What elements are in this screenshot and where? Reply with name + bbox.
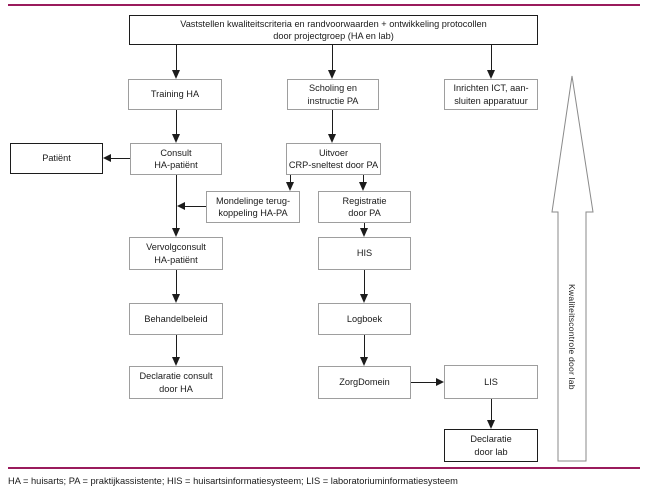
node-scholing-pa: Scholing en instructie PA xyxy=(287,79,379,110)
bottom-rule xyxy=(8,467,640,469)
quality-control-arrow xyxy=(551,75,594,462)
node-training-ha: Training HA xyxy=(128,79,222,110)
node-mondelinge-terugkoppeling: Mondelinge terug- koppeling HA-PA xyxy=(206,191,300,223)
arrow-top-to-training-head xyxy=(172,70,180,79)
arrow-vervolgconsult-to-behandelbeleid-line xyxy=(176,270,177,294)
arrow-consult-to-patient-head xyxy=(103,154,111,162)
node-top-box: Vaststellen kwaliteitscriteria en randvo… xyxy=(129,15,538,45)
arrow-scholing-to-uitvoer-line xyxy=(332,110,333,134)
legend-text: HA = huisarts; PA = praktijkassistente; … xyxy=(8,476,458,486)
arrow-vervolgconsult-to-behandelbeleid-head xyxy=(172,294,180,303)
arrow-scholing-to-uitvoer-head xyxy=(328,134,336,143)
arrow-training-to-consult-head xyxy=(172,134,180,143)
arrow-his-to-logboek-line xyxy=(364,270,365,294)
node-vervolgconsult: Vervolgconsult HA-patiënt xyxy=(129,237,223,270)
arrow-logboek-to-zorgdomein-head xyxy=(360,357,368,366)
arrow-top-to-inrichten-line xyxy=(491,45,492,70)
arrow-uitvoer-to-registratie-line xyxy=(363,175,364,182)
node-lis: LIS xyxy=(444,365,538,399)
arrow-uitvoer-to-mondelinge-line xyxy=(290,175,291,182)
arrow-registratie-to-his-line xyxy=(364,223,365,228)
node-logboek: Logboek xyxy=(318,303,411,335)
arrow-uitvoer-to-registratie-head xyxy=(359,182,367,191)
arrow-consult-to-patient-line xyxy=(111,158,130,159)
arrow-top-to-scholing-head xyxy=(328,70,336,79)
node-uitvoer-crp: Uitvoer CRP-sneltest door PA xyxy=(286,143,381,175)
arrow-lis-to-declaratielab-head xyxy=(487,420,495,429)
arrow-uitvoer-to-mondelinge-head xyxy=(286,182,294,191)
arrow-behandelbeleid-to-declaratie-head xyxy=(172,357,180,366)
arrow-lis-to-declaratielab-line xyxy=(491,399,492,420)
node-behandelbeleid: Behandelbeleid xyxy=(129,303,223,335)
node-consult-ha-patient: Consult HA-patiënt xyxy=(130,143,222,175)
node-his: HIS xyxy=(318,237,411,270)
arrow-top-to-training-line xyxy=(176,45,177,70)
arrow-behandelbeleid-to-declaratie-line xyxy=(176,335,177,357)
arrow-consult-to-vervolgconsult-head xyxy=(172,228,180,237)
arrow-mondelinge-feedback-line xyxy=(185,206,206,207)
node-zorgdomein: ZorgDomein xyxy=(318,366,411,399)
node-declaratie-consult-ha: Declaratie consult door HA xyxy=(129,366,223,399)
arrow-consult-to-vervolgconsult-line xyxy=(176,175,177,228)
top-rule xyxy=(8,4,640,6)
node-inrichten-ict: Inrichten ICT, aan- sluiten apparatuur xyxy=(444,79,538,110)
arrow-mondelinge-feedback-head xyxy=(177,202,185,210)
arrow-zorgdomein-to-lis-head xyxy=(436,378,444,386)
arrow-zorgdomein-to-lis-line xyxy=(411,382,436,383)
quality-arrow-label: Kwaliteitscontrole door lab xyxy=(567,283,577,390)
node-patient: Patiënt xyxy=(10,143,103,174)
arrow-top-to-scholing-line xyxy=(332,45,333,70)
arrow-his-to-logboek-head xyxy=(360,294,368,303)
node-declaratie-lab: Declaratie door lab xyxy=(444,429,538,462)
arrow-registratie-to-his-head xyxy=(360,228,368,237)
arrow-top-to-inrichten-head xyxy=(487,70,495,79)
arrow-logboek-to-zorgdomein-line xyxy=(364,335,365,357)
node-registratie-pa: Registratie door PA xyxy=(318,191,411,223)
arrow-training-to-consult-line xyxy=(176,110,177,134)
